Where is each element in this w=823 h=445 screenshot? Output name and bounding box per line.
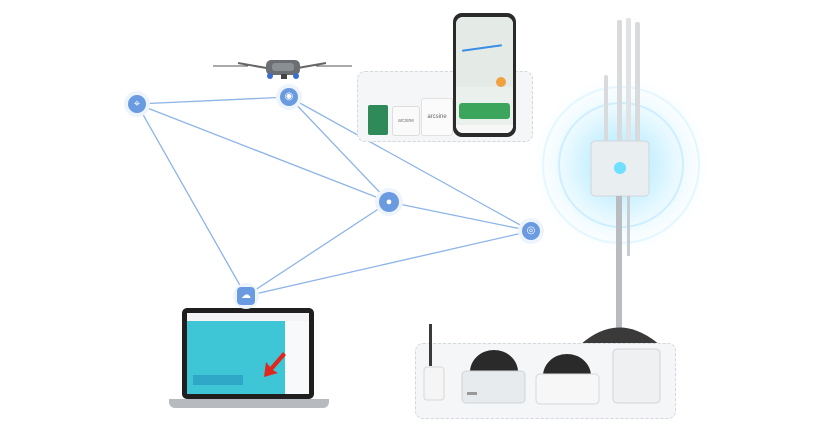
phone-screen [456, 17, 513, 133]
node-location: ● [375, 188, 403, 216]
link-target-pin [136, 103, 390, 203]
mast-pole [616, 196, 622, 336]
laptop [182, 308, 314, 399]
crosshair-target-icon: ⌖ [133, 97, 141, 110]
link-pin-antenna [388, 201, 532, 232]
link-drone-antenna [288, 96, 532, 232]
location-pin-icon: ● [385, 195, 393, 208]
link-target-cloud [136, 103, 247, 297]
lora-board [368, 105, 388, 135]
phone-status-card [459, 103, 510, 119]
laptop-base [169, 399, 329, 408]
laptop-screen [187, 313, 309, 394]
link-target-drone [136, 96, 290, 105]
smartphone [453, 13, 516, 137]
link-cloud-antenna [245, 230, 532, 297]
node-target: ⌖ [124, 91, 150, 117]
phone-map-area [456, 17, 513, 87]
small-sensor [423, 366, 445, 401]
outdoor-box [612, 348, 661, 404]
satellite-antenna-icon: ◎ [526, 225, 536, 236]
link-pin-cloud [245, 201, 390, 297]
node-drone-link: ◉ [276, 84, 302, 110]
dome-gateway-b [535, 373, 600, 405]
dome-gateway-a [461, 370, 526, 404]
broadcast-tower-icon: ◉ [284, 91, 294, 102]
logo-large: arcsine [427, 114, 447, 120]
white-module: arcsine [392, 106, 420, 136]
phone-map-marker [496, 77, 506, 87]
cloud-upload-monitor-icon: ☁ [241, 290, 251, 301]
logo-small: arcsine [397, 118, 415, 124]
node-antenna: ◎ [518, 218, 544, 244]
link-drone-pin [288, 96, 390, 203]
white-device-box: arcsine [421, 98, 453, 136]
node-cloud: ☁ [233, 283, 259, 309]
phone-nav-bar [456, 125, 513, 133]
